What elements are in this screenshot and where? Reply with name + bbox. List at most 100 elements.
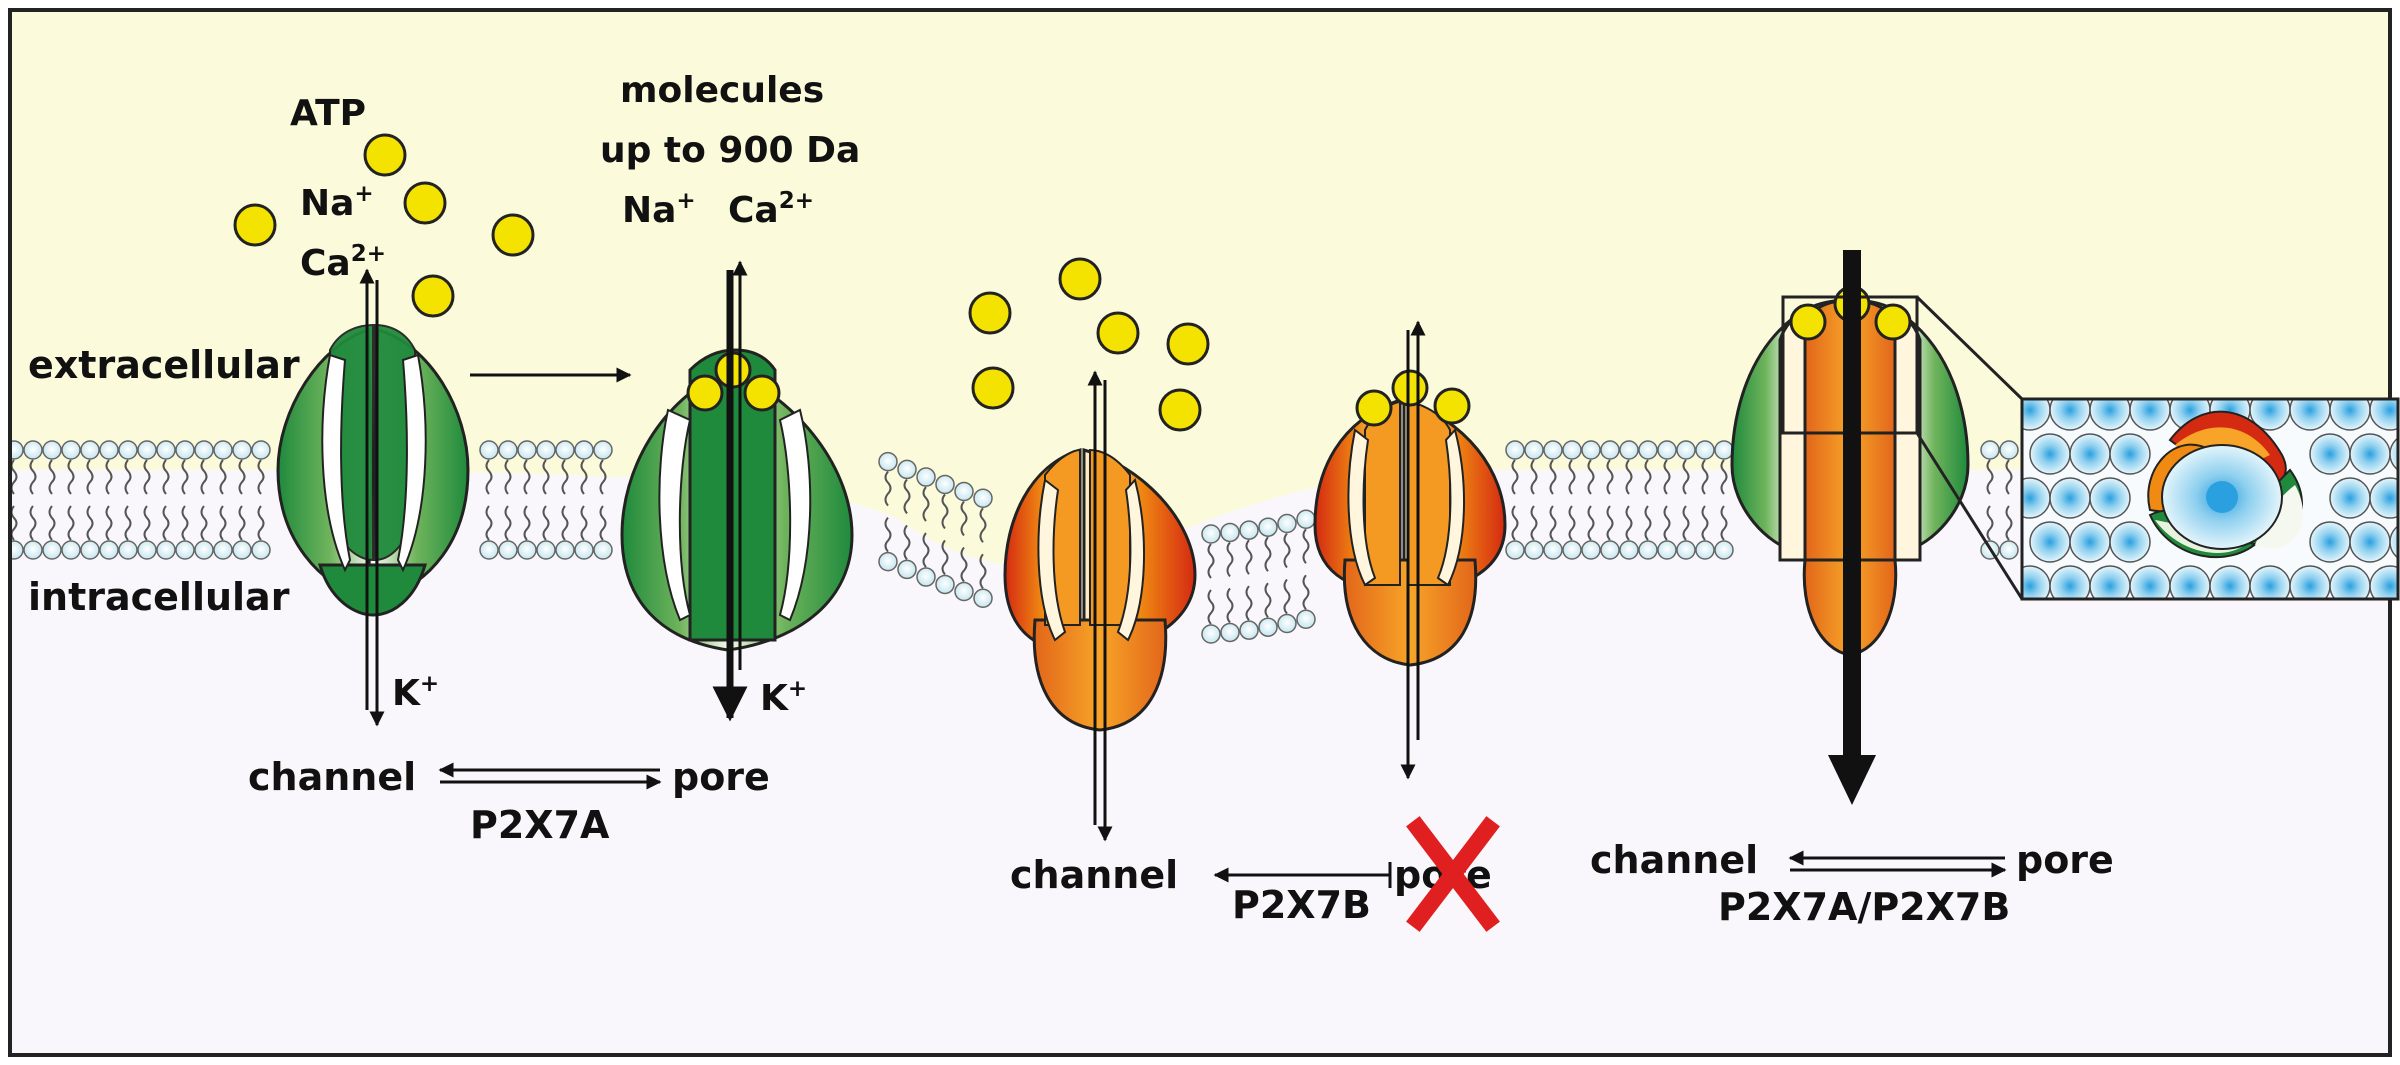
intracellular-label: intracellular	[28, 575, 290, 619]
inset-lipid	[2069, 521, 2111, 563]
atp-molecule	[1058, 257, 1102, 301]
lipid-tail	[1264, 582, 1272, 618]
equilibrium-arrows	[438, 762, 662, 790]
lipid-tail	[1568, 505, 1576, 541]
lipid-tail	[1625, 459, 1633, 495]
lipid-tail	[1568, 459, 1576, 495]
lipid-head	[916, 467, 936, 487]
lipid-head	[1676, 540, 1696, 560]
panel-p2x7b: channel P2X7B pore	[968, 257, 1507, 932]
atp-molecule	[968, 291, 1012, 335]
lipid-head	[954, 581, 974, 602]
atp-molecule	[1158, 388, 1202, 432]
lipid-head	[878, 451, 898, 472]
p2x7a-closed-receptor	[276, 323, 470, 617]
lipid-head	[1638, 440, 1658, 460]
lipid-head	[1638, 540, 1658, 560]
lipid-head	[517, 440, 537, 460]
bound-atp	[1789, 303, 1827, 341]
sodium-label: Na+	[622, 188, 696, 231]
lipid-head	[137, 540, 157, 560]
p2x7b-label: P2X7B	[1232, 883, 1371, 927]
inset-lipids	[2022, 399, 2398, 599]
lipid-head	[194, 440, 214, 460]
lipid-head	[194, 540, 214, 560]
lipid-head	[1581, 540, 1601, 560]
lipid-head	[1524, 540, 1544, 560]
inset-lipid	[2349, 521, 2391, 563]
lipid-tail	[1549, 459, 1557, 495]
bound-atp	[686, 374, 724, 412]
lipid-head	[1999, 540, 2019, 560]
inset-lipid	[2349, 433, 2391, 475]
lipid-tail	[1720, 505, 1728, 541]
lipid-head	[1201, 624, 1221, 644]
atp-label: ATP	[290, 93, 366, 134]
lipid-head	[1562, 540, 1582, 560]
molecules-size-label: up to 900 Da	[600, 130, 860, 171]
lipid-tail	[960, 546, 968, 583]
lipid-tail	[162, 505, 170, 541]
lipid-tail	[257, 505, 265, 541]
lipid-head	[536, 440, 556, 460]
lipid-tail	[903, 524, 911, 561]
lipid-head	[137, 440, 157, 460]
lipid-tail	[1682, 459, 1690, 495]
channel-label: channel	[1010, 853, 1178, 897]
lipid-head	[593, 540, 613, 560]
p2x7a-label: P2X7A	[470, 803, 610, 847]
potassium-label: K+	[392, 671, 439, 714]
lipid-head	[1980, 440, 2000, 460]
lipid-head	[1239, 620, 1259, 640]
lipid-tail	[960, 500, 968, 537]
lipid-tail	[1644, 459, 1652, 495]
lipid-tail	[1986, 459, 1994, 495]
lipid-head	[213, 540, 233, 560]
top-view-inset	[2020, 397, 2400, 601]
lipid-head	[1277, 513, 1297, 534]
lipid-head	[1600, 440, 1620, 460]
lipid-head	[536, 540, 556, 560]
atp-molecule	[403, 181, 447, 225]
lipid-head	[1714, 540, 1734, 560]
lipid-head	[1239, 520, 1259, 540]
lipid-tail	[922, 486, 930, 522]
lipid-head	[1695, 540, 1715, 560]
inset-lipid	[2029, 433, 2071, 475]
lipid-head	[118, 440, 138, 460]
lipid-tail	[1283, 532, 1291, 569]
lipid-head	[251, 540, 271, 560]
lipid-tail	[1625, 505, 1633, 541]
lipid-head	[498, 540, 518, 560]
atp-molecule	[971, 366, 1015, 410]
lipid-tail	[599, 505, 607, 541]
bound-atp	[743, 374, 781, 412]
p2x7b-open-receptor	[1313, 397, 1507, 667]
lipid-head	[1999, 440, 2019, 460]
lipid-tail	[485, 459, 493, 495]
lipid-head	[213, 440, 233, 460]
lipid-head	[99, 540, 119, 560]
lipid-tail	[29, 505, 37, 541]
lipid-tail	[67, 505, 75, 541]
lipid-tail	[105, 459, 113, 495]
lipid-tail	[979, 553, 987, 589]
atp-molecule	[411, 274, 455, 318]
lipid-tail	[143, 505, 151, 541]
atp-molecule	[363, 133, 407, 177]
lipid-tail	[124, 505, 132, 541]
lipid-tail	[580, 459, 588, 495]
lipid-head	[1258, 617, 1278, 637]
lipid-tail	[485, 505, 493, 541]
lipid-tail	[2005, 459, 2013, 495]
zoom-guide-line	[1915, 432, 2024, 600]
lipid-tail	[884, 471, 892, 507]
inset-lipid	[2069, 433, 2111, 475]
lipid-tail	[1530, 459, 1538, 495]
inset-lipid	[2109, 433, 2151, 475]
bound-atp	[1874, 303, 1912, 341]
lipid-head	[973, 488, 993, 509]
lipid-tail	[561, 505, 569, 541]
extracellular-label: extracellular	[28, 343, 300, 387]
